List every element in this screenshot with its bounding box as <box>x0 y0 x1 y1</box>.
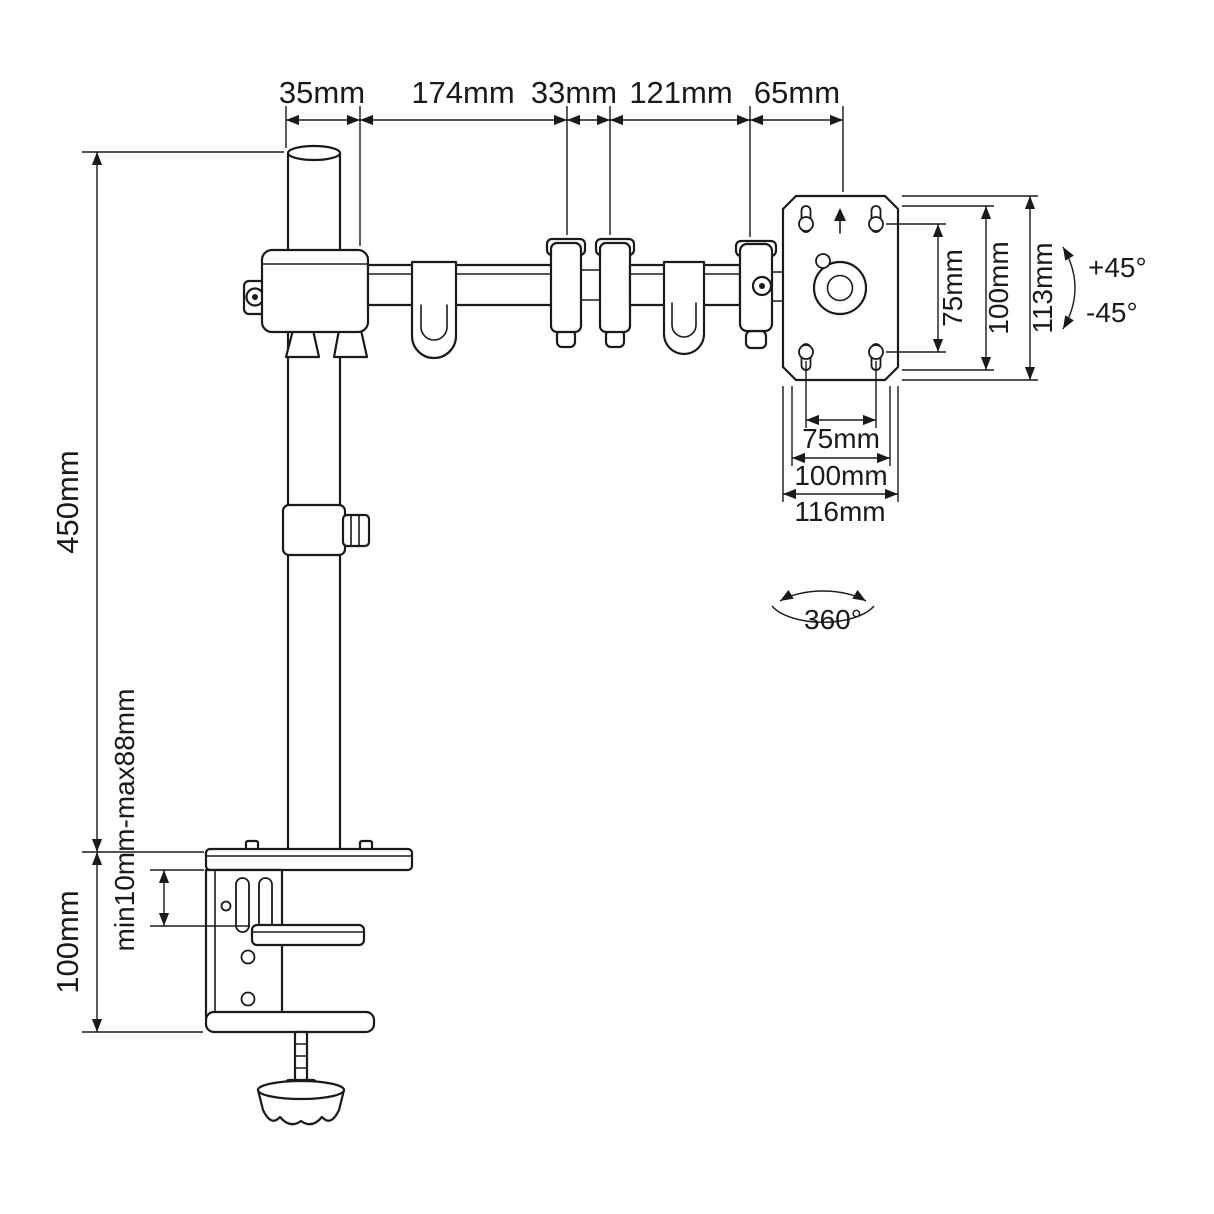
dim-label-arm-segment-2: 121mm <box>629 75 732 110</box>
clamp-knob-top <box>256 1079 346 1101</box>
clamp-bottom-arm <box>204 1010 376 1034</box>
tilt-annotation: +45° -45° <box>1062 246 1147 330</box>
dim-label-pole-diameter: 35mm <box>279 75 365 110</box>
top-dimension-chain: 35mm 174mm 33mm 121mm 65mm <box>279 75 844 246</box>
clamp-range-dimension: min10mm-max88mm <box>109 689 250 952</box>
pole-clamp-body <box>260 248 370 334</box>
vesa-hub <box>812 260 868 316</box>
pole-cable-clip <box>281 503 347 557</box>
clamp-jaw-pad <box>250 923 366 947</box>
vesa-hole <box>868 344 884 360</box>
dim-label-arm-segment-1: 174mm <box>411 75 514 110</box>
dim-label-vesa-plate-height: 113mm <box>1027 242 1058 333</box>
swivel-arrow-left <box>779 589 824 602</box>
desk-clamp <box>204 839 414 1126</box>
dim-label-clamp-range: min10mm-max88mm <box>109 689 140 952</box>
arm-assembly <box>242 237 784 360</box>
clamp-lobe <box>332 328 369 359</box>
tilt-arrow-arc <box>1062 246 1076 330</box>
cable-hook-1 <box>410 260 458 360</box>
dim-label-vesa-offset: 65mm <box>754 75 840 110</box>
clamp-screw-rod <box>293 1030 309 1084</box>
hub-screw <box>815 253 831 269</box>
dimension-annotations: 35mm 174mm 33mm 121mm 65mm 450mm 100mm m… <box>50 75 1147 1033</box>
vesa-horizontal-dimensions: 75mm 100mm 116mm <box>782 361 899 527</box>
arm-tube-1 <box>366 263 555 307</box>
pole-top-cap <box>286 144 342 162</box>
end-joint-screw <box>744 329 768 350</box>
dim-label-vesa-hole-pitch-horizontal: 75mm <box>802 423 880 454</box>
swivel-arrow-right <box>822 589 867 602</box>
tilt-down-label: -45° <box>1086 297 1138 328</box>
dim-label-vesa-plate-width: 116mm <box>794 496 885 527</box>
dim-label-vesa-slot-pitch-vertical: 100mm <box>983 241 1014 334</box>
swivel-label: 360° <box>804 604 862 635</box>
dim-label-clamp-height: 100mm <box>50 890 85 993</box>
pole-clip-tab <box>341 513 371 548</box>
bracket-slot <box>235 877 250 933</box>
swivel-annotation: 360° <box>771 589 875 635</box>
left-dimensions: 450mm 100mm <box>50 151 284 1033</box>
dim-label-pole-height: 450mm <box>50 450 85 553</box>
dim-label-joint-width: 33mm <box>531 75 617 110</box>
tilt-up-label: +45° <box>1088 252 1147 283</box>
vesa-hole <box>798 344 814 360</box>
dim-label-vesa-slot-pitch-horizontal: 100mm <box>794 460 887 491</box>
cable-hook-2 <box>662 260 706 356</box>
bracket-hole <box>240 991 256 1007</box>
dim-label-vesa-hole-pitch-vertical: 75mm <box>937 249 968 327</box>
mid-joint-plate <box>549 241 583 334</box>
vesa-hole <box>868 216 884 232</box>
clamp-top-plate <box>204 847 414 872</box>
mid-joint-plate <box>598 241 632 334</box>
swivel-ellipse <box>771 605 875 623</box>
vesa-plate <box>781 194 900 382</box>
bracket-screw <box>220 900 232 912</box>
bracket-hole <box>240 949 256 965</box>
clamp-lobe <box>284 328 321 359</box>
vesa-hole <box>798 216 814 232</box>
vesa-vertical-dimensions: 75mm 100mm 113mm <box>886 195 1058 381</box>
